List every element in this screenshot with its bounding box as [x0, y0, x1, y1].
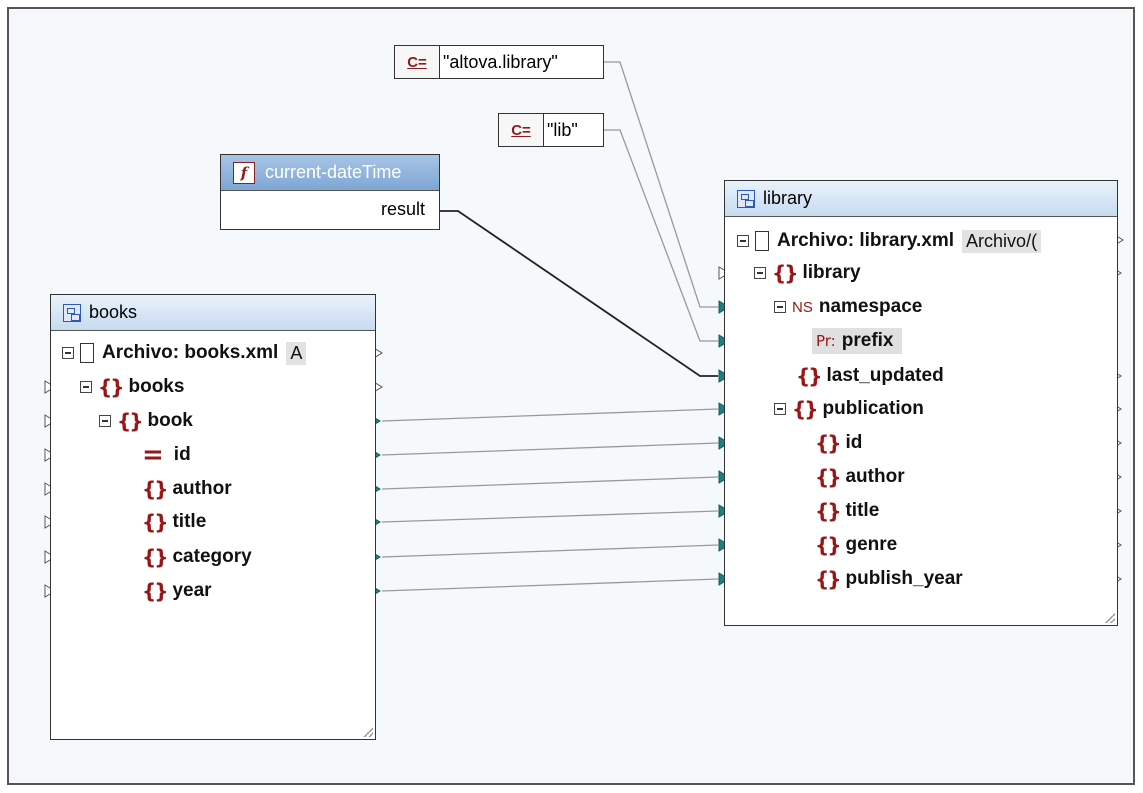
file-path-tag[interactable]: A: [286, 341, 307, 365]
constant-lib[interactable]: C= "lib": [498, 113, 604, 147]
library-title: library: [763, 188, 813, 208]
constant-icon: C=: [395, 46, 440, 78]
tree-node-book[interactable]: {} book: [99, 404, 193, 438]
element-icon: {}: [815, 431, 842, 455]
function-output-label: result: [380, 199, 425, 219]
node-label: author: [845, 466, 905, 487]
element-icon: {}: [815, 499, 842, 523]
component-books[interactable]: books: [50, 294, 376, 740]
node-label: id: [845, 432, 863, 453]
tree-node-id[interactable]: = id: [142, 438, 191, 472]
node-label: last_updated: [826, 365, 944, 386]
tree-node-books[interactable]: {} books: [80, 370, 184, 404]
node-label: id: [173, 444, 191, 465]
component-icon: [63, 303, 81, 322]
node-label: publication: [822, 398, 924, 419]
element-icon: {}: [142, 545, 169, 569]
element-icon: {}: [142, 477, 169, 501]
node-label: prefix: [841, 330, 894, 351]
tree-node-category[interactable]: {} category: [142, 540, 252, 574]
function-current-datetime[interactable]: f current-dateTime result: [220, 154, 440, 230]
element-icon: {}: [142, 579, 169, 603]
element-icon: {}: [117, 409, 144, 433]
node-label: year: [172, 580, 212, 601]
node-label: title: [172, 511, 207, 532]
tree-node-genre[interactable]: {} genre: [815, 528, 897, 562]
element-icon: {}: [142, 510, 169, 534]
attribute-icon: =: [142, 440, 164, 470]
collapse-toggle[interactable]: [80, 381, 92, 393]
file-icon: [755, 231, 769, 251]
node-label: books: [128, 376, 185, 397]
node-label: namespace: [818, 296, 923, 317]
tree-node-pub-author[interactable]: {} author: [815, 460, 905, 494]
tree-node-namespace[interactable]: NS namespace: [774, 290, 922, 324]
node-label: author: [172, 478, 232, 499]
books-header[interactable]: books: [51, 295, 375, 331]
element-icon: {}: [792, 397, 819, 421]
element-icon: {}: [772, 261, 799, 285]
tree-node-author[interactable]: {} author: [142, 472, 232, 506]
constant-altova-library[interactable]: C= "altova.library": [394, 45, 604, 79]
collapse-toggle[interactable]: [774, 403, 786, 415]
tree-node-prefix[interactable]: Pr: prefix: [812, 324, 902, 358]
file-icon: [80, 343, 94, 363]
function-header[interactable]: f current-dateTime: [221, 155, 439, 191]
tree-node-last-updated[interactable]: {} last_updated: [796, 359, 944, 393]
collapse-toggle[interactable]: [737, 235, 749, 247]
tree-node-title[interactable]: {} title: [142, 505, 206, 539]
library-header[interactable]: library: [725, 181, 1117, 217]
books-title: books: [89, 302, 138, 322]
tree-node-pub-id[interactable]: {} id: [815, 426, 862, 460]
tree-node-library[interactable]: {} library: [754, 256, 861, 290]
collapse-toggle[interactable]: [99, 415, 111, 427]
collapse-toggle[interactable]: [774, 301, 786, 313]
collapse-toggle[interactable]: [62, 347, 74, 359]
prefix-icon: Pr:: [816, 332, 836, 350]
node-label: publish_year: [845, 568, 963, 589]
tree-node-pub-title[interactable]: {} title: [815, 494, 879, 528]
node-label: title: [845, 500, 880, 521]
prefix-highlight: Pr: prefix: [812, 328, 902, 354]
tree-node-publish-year[interactable]: {} publish_year: [815, 562, 963, 596]
node-label: category: [172, 546, 252, 567]
library-file-row[interactable]: Archivo: library.xml Archivo/(: [737, 224, 1117, 258]
function-title: current-dateTime: [265, 162, 402, 182]
node-label: book: [147, 410, 193, 431]
collapse-toggle[interactable]: [754, 267, 766, 279]
node-label: genre: [845, 534, 898, 555]
element-icon: {}: [815, 465, 842, 489]
component-icon: [737, 189, 755, 208]
constant-icon: C=: [499, 114, 544, 146]
constant-value: "lib": [547, 119, 578, 140]
component-library[interactable]: library: [724, 180, 1118, 626]
element-icon: {}: [98, 375, 125, 399]
tree-node-year[interactable]: {} year: [142, 574, 212, 608]
node-label: library: [802, 262, 861, 283]
file-label: Archivo: books.xml: [102, 342, 279, 363]
namespace-icon: NS: [792, 298, 813, 316]
fx-icon: f: [233, 161, 255, 184]
constant-value: "altova.library": [443, 51, 558, 72]
element-icon: {}: [815, 533, 842, 557]
file-label: Archivo: library.xml: [777, 230, 955, 251]
resize-grip[interactable]: [1105, 613, 1115, 623]
tree-node-publication[interactable]: {} publication: [774, 392, 924, 426]
file-path-tag[interactable]: Archivo/(: [962, 229, 1042, 253]
resize-grip[interactable]: [363, 727, 373, 737]
element-icon: {}: [796, 364, 823, 388]
books-file-row[interactable]: Archivo: books.xml A: [62, 336, 374, 370]
element-icon: {}: [815, 567, 842, 591]
